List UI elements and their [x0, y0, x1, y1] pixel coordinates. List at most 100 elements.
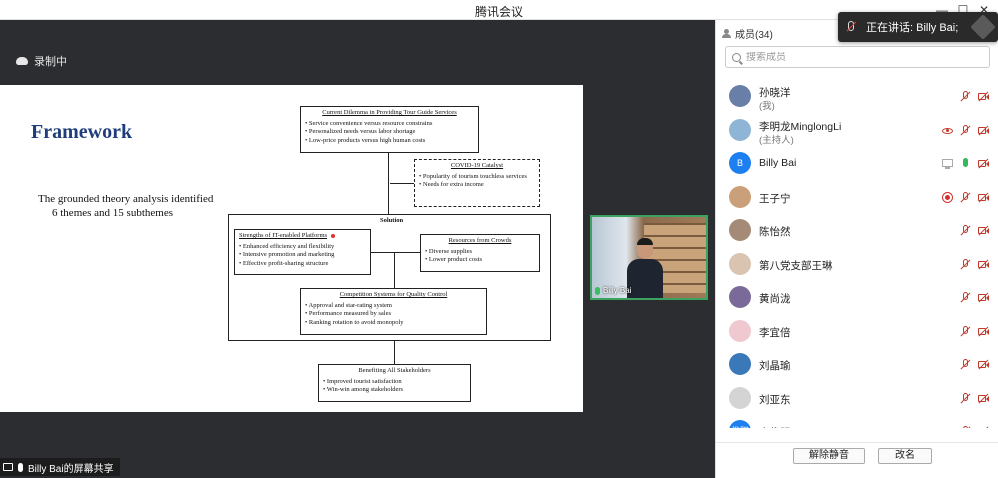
member-name: 刘晶瑜	[759, 360, 791, 372]
camera-off-icon[interactable]	[978, 259, 989, 270]
list-item: Low-price products versus high human cos…	[305, 137, 474, 146]
member-row[interactable]: 刘晶瑜	[716, 348, 998, 381]
member-row[interactable]: 孙晓洋(我)	[716, 80, 998, 113]
dilemma-box: Current Dilemma in Providing Tour Guide …	[300, 106, 479, 153]
mic-muted-icon[interactable]	[960, 258, 971, 270]
window-title: 腾讯会议	[474, 5, 523, 19]
slash-mark	[978, 192, 989, 203]
avatar	[729, 319, 751, 342]
search-icon	[732, 52, 741, 62]
list-item: Improved tourist satisfaction	[323, 378, 466, 387]
platforms-heading: Strengths of IT-enabled Platforms	[239, 232, 366, 241]
crowds-box: Resources from Crowds Diverse supplies L…	[420, 234, 540, 272]
members-footer: 解除静音 改名	[716, 442, 998, 478]
connector-line	[390, 183, 414, 184]
camera-off-icon[interactable]	[978, 292, 989, 303]
close-button[interactable]: ✕	[978, 3, 990, 17]
solution-label: Solution	[380, 217, 404, 224]
member-row[interactable]: 陈怡然	[716, 214, 998, 247]
mic-muted-icon[interactable]	[960, 124, 971, 136]
mic-active-icon	[595, 286, 600, 295]
dilemma-heading: Current Dilemma in Providing Tour Guide …	[322, 109, 457, 116]
member-name: 陈怡然	[759, 226, 791, 238]
mic-muted-icon[interactable]	[960, 426, 971, 428]
avatar	[729, 286, 751, 308]
member-row[interactable]: 俊阳卢俊阳	[716, 415, 998, 428]
platforms-box: Strengths of IT-enabled Platforms Enhanc…	[234, 229, 371, 275]
unmute-all-button[interactable]: 解除静音	[793, 448, 865, 464]
list-item: Ranking rotation to avoid monopoly	[305, 319, 482, 328]
camera-off-icon[interactable]	[978, 91, 989, 102]
camera-off-icon[interactable]	[978, 326, 989, 337]
benefiting-heading: Benefiting All Stakeholders	[358, 367, 431, 374]
camera-off-icon[interactable]	[978, 192, 989, 203]
maximize-button[interactable]: ☐	[957, 3, 969, 17]
avatar	[729, 185, 751, 208]
cloud-icon	[16, 57, 28, 65]
member-role: (主持人)	[759, 134, 794, 146]
list-item: Personalized needs versus labor shortage	[305, 128, 474, 137]
camera-off-icon[interactable]	[978, 359, 989, 370]
slash-mark	[978, 359, 989, 370]
list-item: Lower product costs	[425, 256, 535, 265]
recording-indicator[interactable]: 录制中	[16, 53, 67, 69]
list-item: Effective profit-sharing structure	[239, 260, 366, 269]
speaker-video-tile[interactable]: Billy Bai	[590, 215, 708, 300]
list-item: Performance measured by sales	[305, 310, 482, 319]
avatar: B	[729, 152, 751, 174]
search-input[interactable]	[746, 51, 966, 63]
members-count: 成员(34)	[735, 30, 773, 41]
slash-mark	[978, 292, 989, 303]
app-logo-icon	[970, 14, 996, 40]
screen-share-bar[interactable]: Billy Bai的屏幕共享	[0, 458, 120, 476]
list-item: Needs for extra income	[419, 181, 535, 190]
member-row[interactable]: 王子宁	[716, 181, 998, 214]
member-row[interactable]: 李宜倍	[716, 315, 998, 348]
speaker-body	[627, 259, 663, 298]
mic-muted-icon[interactable]	[960, 292, 971, 303]
mic-muted-icon[interactable]	[960, 392, 971, 404]
mic-muted-icon[interactable]	[960, 91, 971, 102]
camera-off-icon[interactable]	[978, 158, 989, 169]
mic-muted-icon[interactable]	[960, 191, 971, 203]
avatar	[729, 353, 751, 375]
avatar	[729, 252, 751, 275]
member-search[interactable]	[725, 46, 990, 68]
recording-icon[interactable]	[942, 191, 953, 203]
slash-mark	[978, 393, 989, 404]
camera-off-icon[interactable]	[978, 125, 989, 136]
mic-muted-icon	[846, 21, 856, 33]
member-name: 黄尚泷	[759, 293, 791, 305]
list-item: Service convenience versus resource cons…	[305, 120, 474, 129]
member-row[interactable]: 黄尚泷	[716, 281, 998, 314]
screen-share-icon[interactable]	[942, 158, 953, 169]
member-row[interactable]: 李明龙MinglongLi(主持人)	[716, 114, 998, 147]
list-item: Intensive promotion and marketing	[239, 251, 366, 260]
member-name: 李宜倍	[759, 326, 791, 339]
speaking-toast: 正在讲话: Billy Bai;	[838, 12, 998, 42]
covid-heading: COVID-19 Catalyst	[450, 162, 504, 169]
speaker-figure	[627, 238, 663, 298]
eye-icon[interactable]	[942, 125, 953, 136]
avatar: 俊阳	[729, 420, 751, 428]
mic-active-icon[interactable]	[960, 158, 971, 169]
mic-muted-icon[interactable]	[960, 325, 971, 337]
mic-muted-icon[interactable]	[960, 359, 971, 370]
benefiting-box: Benefiting All Stakeholders Improved tou…	[318, 364, 471, 402]
camera-off-icon[interactable]	[978, 393, 989, 404]
platforms-heading-text: Strengths of IT-enabled Platforms	[239, 232, 328, 239]
slide-subtitle-line1: The grounded theory analysis identified	[38, 193, 214, 205]
member-row[interactable]: 第八党支部王琳	[716, 248, 998, 281]
member-name: 王子宁	[759, 192, 791, 205]
mic-muted-icon[interactable]	[960, 225, 971, 236]
speaking-text: 正在讲话: Billy Bai;	[866, 22, 959, 34]
rename-button[interactable]: 改名	[878, 448, 932, 464]
member-row[interactable]: 刘亚东	[716, 382, 998, 415]
camera-off-icon[interactable]	[978, 426, 989, 428]
list-item: Diverse supplies	[425, 248, 535, 257]
speaker-hair	[637, 238, 653, 245]
camera-off-icon[interactable]	[978, 225, 989, 236]
